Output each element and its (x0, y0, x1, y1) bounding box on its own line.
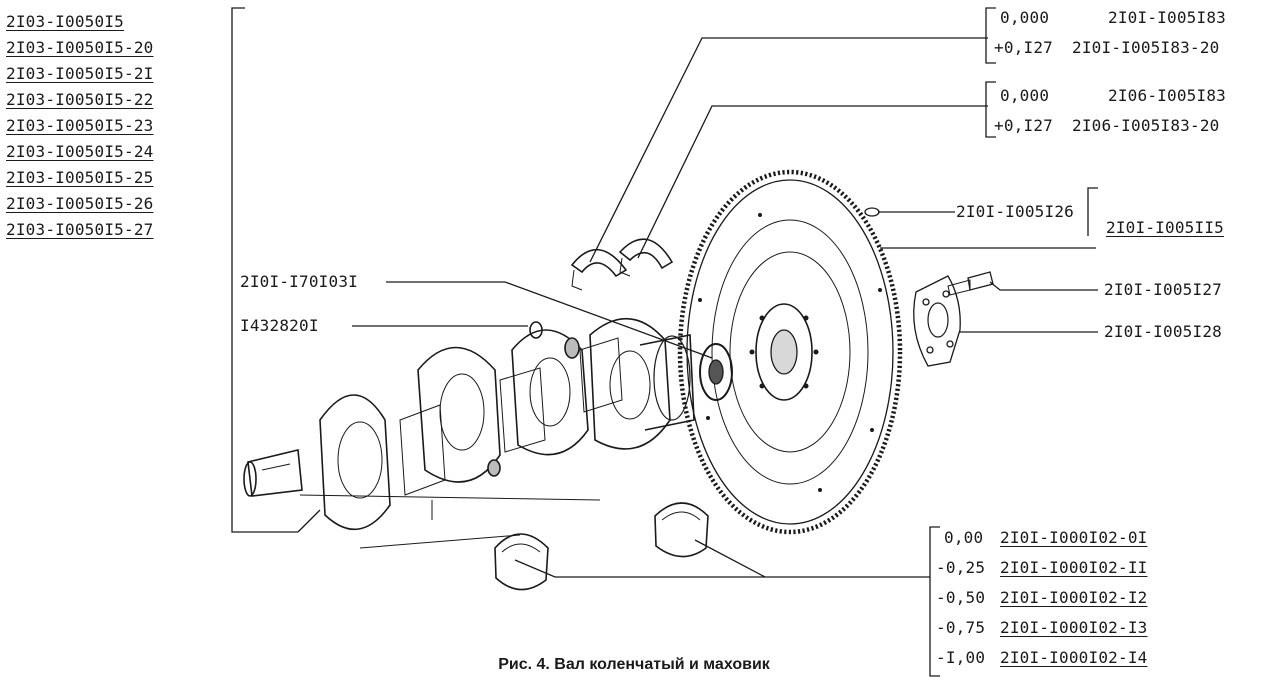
leader-bearing (386, 281, 713, 359)
crankshaft-kit-number: 2I03-I0050I5-27 (6, 220, 154, 239)
thrust-half-ring-front (618, 238, 674, 270)
flywheel-pin (864, 207, 880, 217)
main-bearing-size: -0,50 (936, 588, 986, 607)
plug-part-number: I432820I (240, 316, 319, 335)
main-bearing-size: 0,00 (944, 528, 984, 547)
crankshaft-kit-number: 2I03-I0050I5-20 (6, 38, 154, 57)
flywheel-pin-part-number: 2I0I-I005I26 (956, 202, 1074, 221)
thrust-front-part-number: 2I06-I005I83 (1108, 86, 1226, 105)
figure-caption: Рис. 4. Вал коленчатый и маховик (498, 656, 770, 673)
main-bearing-part-number: 2I0I-I000I02-I2 (1000, 588, 1148, 607)
crankshaft-kit-number: 2I03-I0050I5-24 (6, 142, 154, 161)
thrust-rear-part-number: 2I0I-I005I83-20 (1072, 38, 1220, 57)
pilot-bearing (699, 343, 733, 401)
crankshaft-kit-number: 2I03-I0050I5-23 (6, 116, 154, 135)
thrust-front-bracket (985, 81, 996, 138)
bolt-head (967, 271, 994, 291)
flywheel-hub (755, 303, 813, 401)
flywheel-ring-gear (677, 169, 903, 535)
flywheel-bracket (1087, 187, 1098, 236)
leader-thrust-rear (589, 37, 988, 263)
main-bearings-bracket (929, 526, 940, 677)
crankshaft (243, 317, 695, 549)
main-bearing-shell-lower (494, 533, 549, 591)
crankshaft-kit-number: 2I03-I0050I5-26 (6, 194, 154, 213)
main-bearing-part-number: 2I0I-I000I02-I4 (1000, 648, 1148, 667)
bearing-part-number: 2I0I-I70I03I (240, 272, 358, 291)
flywheel-washer (913, 275, 961, 367)
flywheel-assembly-part-number: 2I0I-I005II5 (1106, 218, 1224, 237)
crankshaft-kit-number: 2I03-I0050I5-2I (6, 64, 154, 83)
flywheel-rim (686, 179, 894, 525)
crankshaft-leader-line (297, 509, 321, 533)
washer-part-number: 2I0I-I005I28 (1104, 322, 1222, 341)
crankshaft-bracket-line (231, 7, 298, 533)
main-bearing-size: -0,25 (936, 558, 986, 577)
main-bearing-shell-upper (654, 502, 709, 558)
leader-main-bearings-a (694, 539, 930, 578)
leader-main-bearings-b (514, 559, 765, 578)
thrust-front-size: 0,000 (1000, 86, 1050, 105)
thrust-front-size: +0,I27 (994, 116, 1053, 135)
main-bearing-part-number: 2I0I-I000I02-I3 (1000, 618, 1148, 637)
thrust-front-part-number: 2I06-I005I83-20 (1072, 116, 1220, 135)
thrust-half-ring-rear (570, 248, 628, 278)
bolt-shank (947, 279, 971, 296)
leader-bolt (989, 281, 1098, 291)
crank-web-3 (511, 329, 589, 456)
bolt-part-number: 2I0I-I005I27 (1104, 280, 1222, 299)
thrust-rear-size: 0,000 (1000, 8, 1050, 27)
thrust-rear-size: +0,I27 (994, 38, 1053, 57)
main-bearing-size: -I,00 (936, 648, 986, 667)
crank-web-1 (319, 394, 391, 531)
crankshaft-kit-number: 2I03-I0050I5-25 (6, 168, 154, 187)
main-bearing-part-number: 2I0I-I000I02-II (1000, 558, 1148, 577)
main-bearing-part-number: 2I0I-I000I02-0I (1000, 528, 1148, 547)
crankshaft-kit-number: 2I03-I0050I5-22 (6, 90, 154, 109)
flywheel-face (711, 219, 869, 485)
main-bearing-size: -0,75 (936, 618, 986, 637)
crankshaft-kit-number: 2I03-I0050I5 (6, 12, 124, 31)
thrust-rear-part-number: 2I0I-I005I83 (1108, 8, 1226, 27)
flywheel-holes (698, 213, 882, 492)
crank-web-2 (417, 346, 501, 483)
thrust-rear-bracket (985, 7, 996, 64)
leader-thrust-front (637, 105, 988, 259)
